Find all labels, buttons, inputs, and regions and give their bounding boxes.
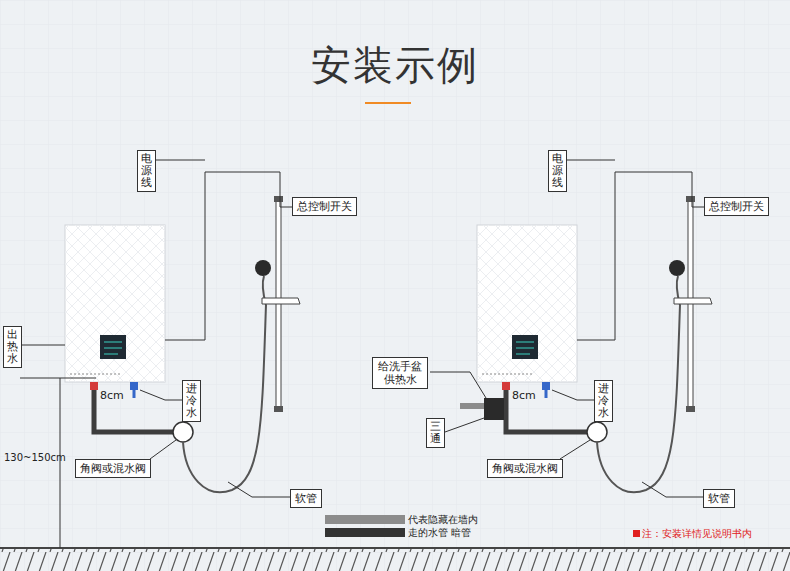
callout-text: 角阀或混水阀 [492,462,558,475]
callout-text: 角阀或混水阀 [80,462,146,475]
callout-text: 进冷水 [186,383,197,419]
callout-text: 软管 [295,492,317,505]
callout-box: 进冷水 [594,380,613,422]
annotation: 8cm [512,389,536,402]
callout-box: 电源线 [137,150,156,192]
title: 安装示例 [0,38,790,93]
callout-box: 总控制开关 [704,197,769,216]
callout-box: 总控制开关 [292,197,357,216]
callout-box: 软管 [290,489,322,508]
callout-box: 三通 [426,418,445,448]
annotation: 130~150cm [4,452,66,463]
callout-text: 总控制开关 [709,200,764,213]
callout-text: 出热水 [7,329,18,365]
legend-swatch [325,515,405,524]
legend-text: 走的水管 暗管 [408,526,471,540]
annotation: 注：安装详情见说明书内 [642,527,752,541]
callout-box: 电源线 [548,150,567,192]
annotation: 8cm [100,389,124,402]
callout-text: 进冷水 [598,383,609,419]
legend-text: 代表隐藏在墙内 [408,513,478,527]
callout-box: 角阀或混水阀 [487,459,563,478]
callout-text: 给洗手盆供热水 [378,360,422,386]
callout-box: 出热水 [3,326,22,368]
legend-swatch [325,528,405,537]
callout-box: 给洗手盆供热水 [372,357,428,389]
callout-box: 角阀或混水阀 [75,459,151,478]
callout-box: 软管 [703,489,735,508]
callout-text: 电源线 [552,153,563,189]
callout-text: 软管 [708,492,730,505]
callout-box: 进冷水 [182,380,201,422]
callout-text: 电源线 [141,153,152,189]
callout-text: 总控制开关 [297,200,352,213]
callout-text: 三通 [430,421,441,445]
